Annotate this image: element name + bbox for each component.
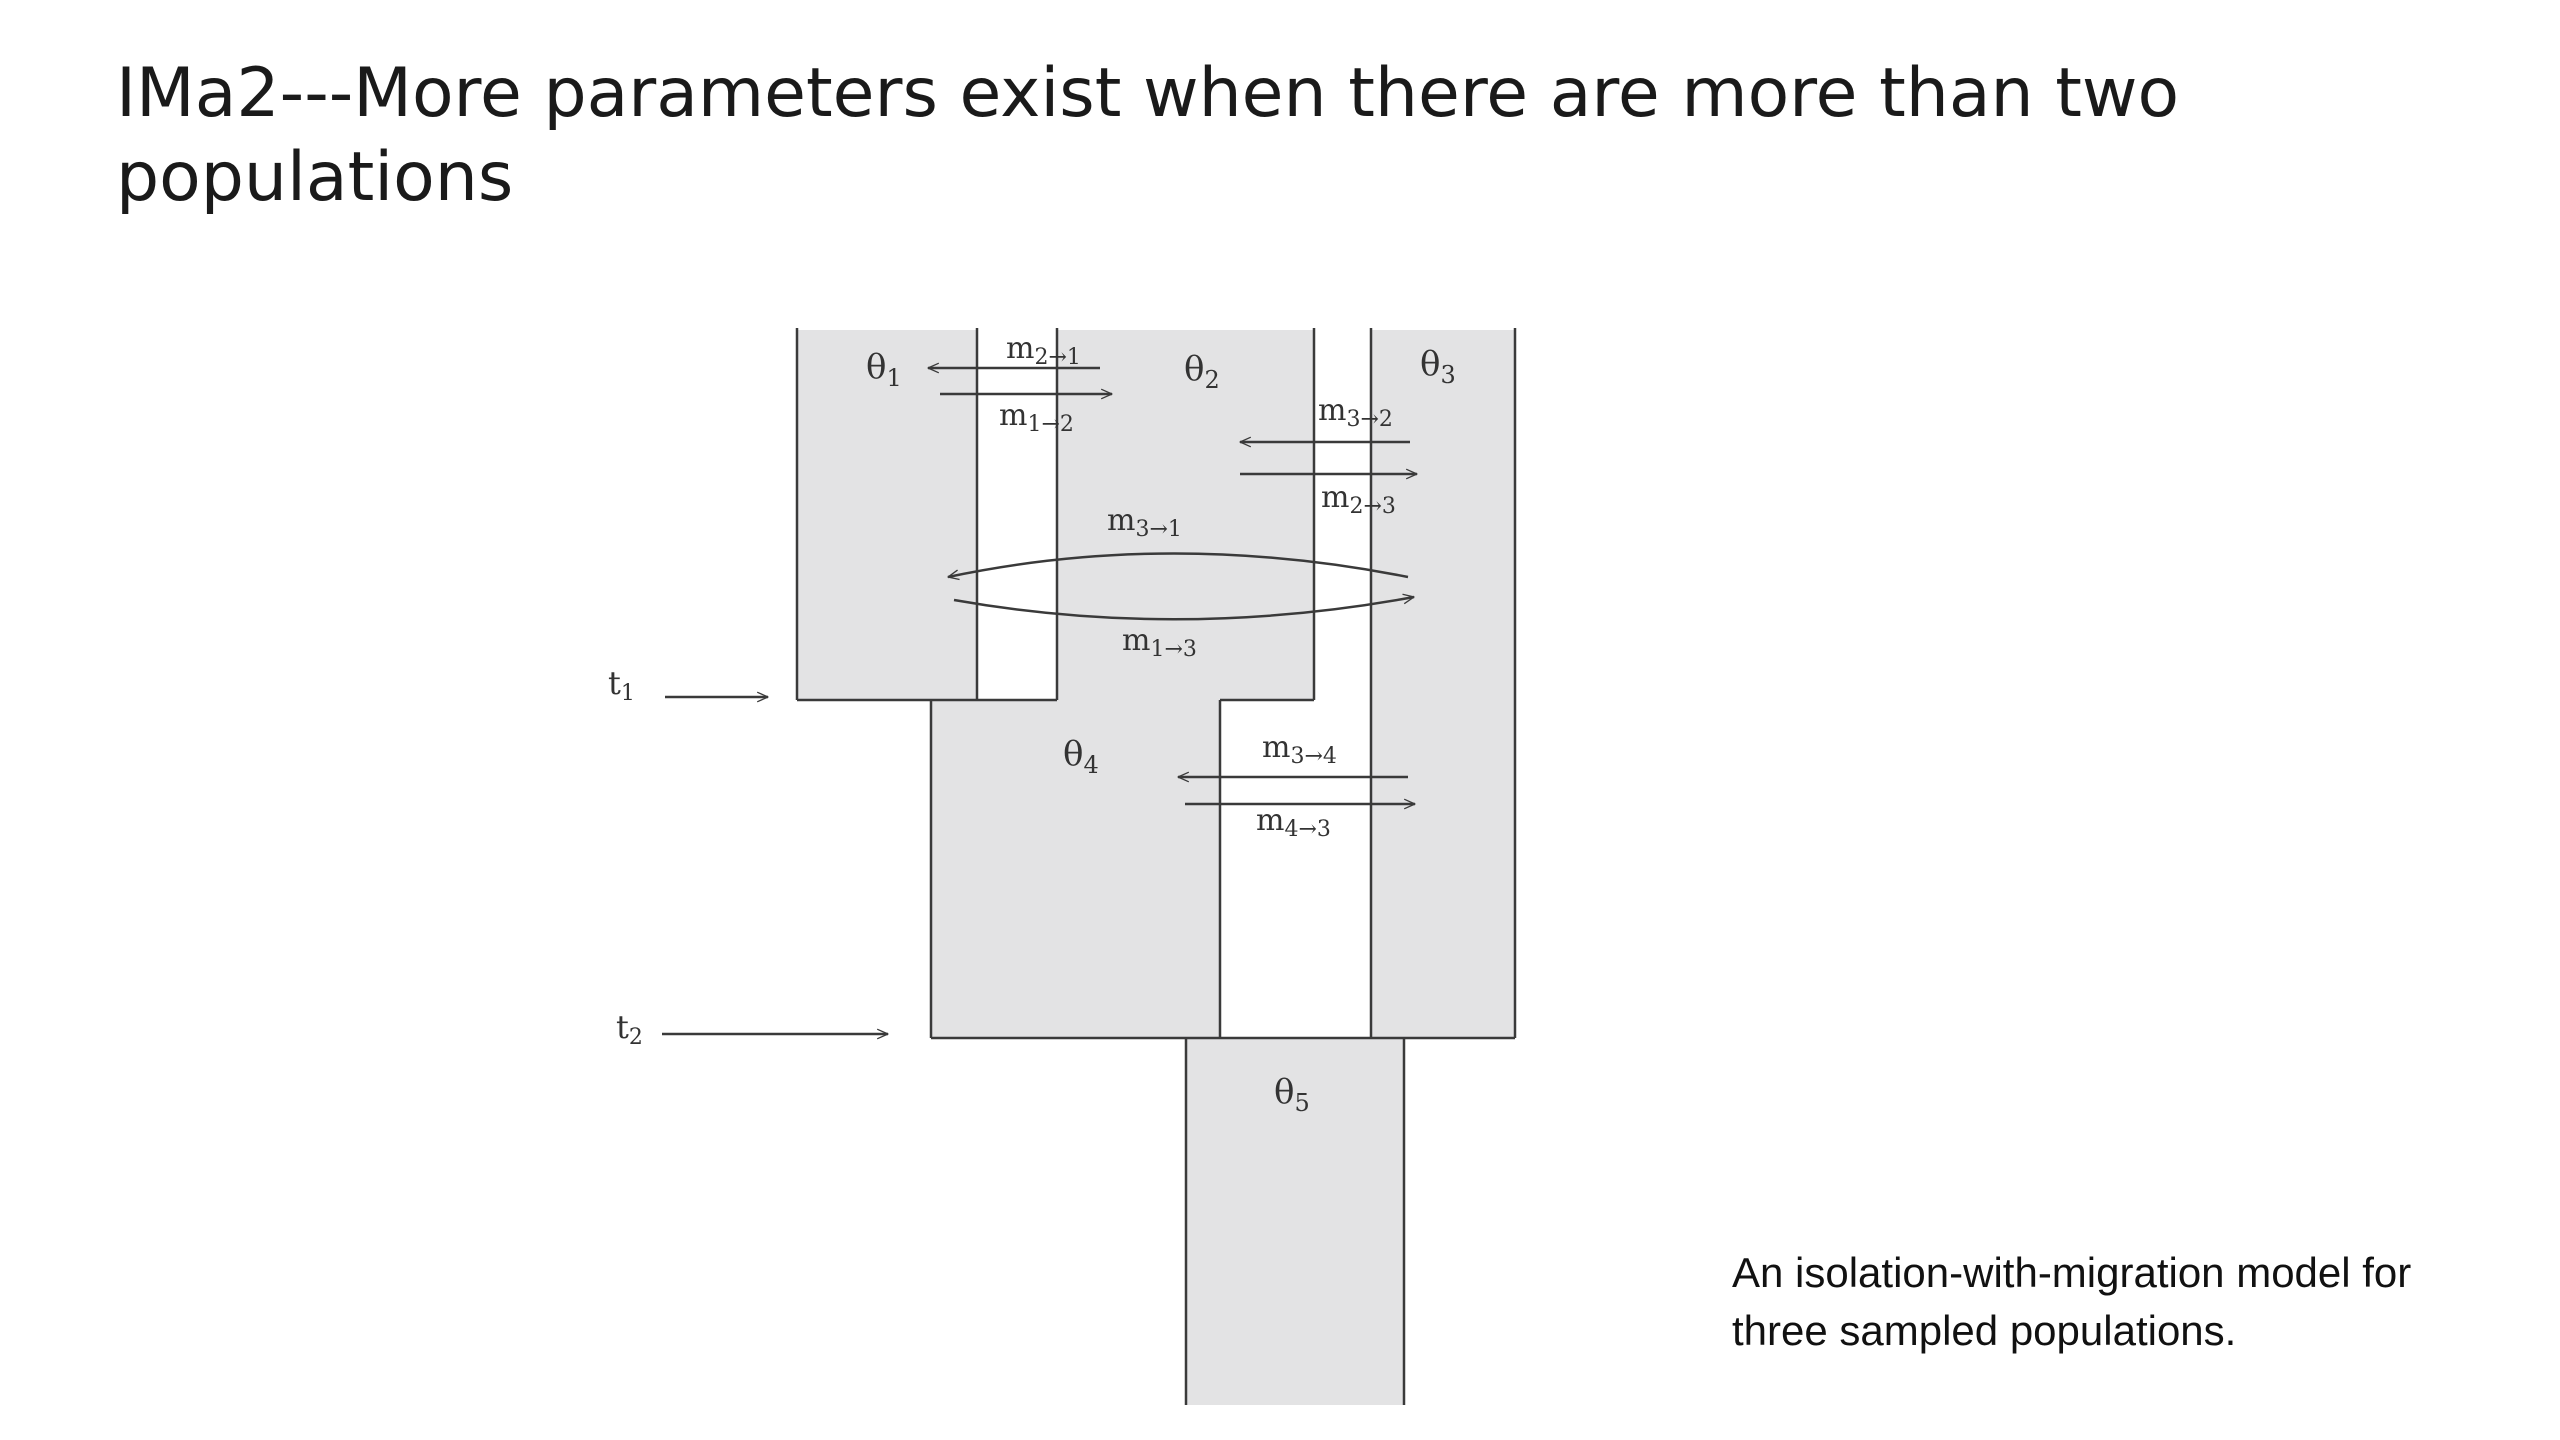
population-blocks: [797, 330, 1515, 1405]
label-m3-2: m3→2: [1318, 393, 1393, 432]
label-theta-5: θ5: [1274, 1072, 1310, 1117]
label-theta-2: θ2: [1184, 349, 1220, 394]
label-m4-3: m4→3: [1256, 803, 1331, 842]
population-labels: θ1 θ2 θ3 θ4 θ5: [866, 344, 1456, 1117]
population-block-2: [1057, 330, 1314, 700]
label-m3-4: m3→4: [1262, 730, 1337, 769]
slide-title: IMa2---More parameters exist when there …: [116, 54, 2180, 217]
label-t2: t2: [616, 1008, 643, 1050]
population-block-1: [797, 330, 977, 700]
migration-labels: m2→1 m1→2 m3→2 m2→3 m3→1 m1→3 m3→4 m4→3: [999, 331, 1396, 842]
population-boundaries: [795, 328, 1517, 1405]
population-block-3: [1371, 330, 1515, 1038]
label-theta-3: θ3: [1420, 344, 1456, 389]
label-m1-2: m1→2: [999, 398, 1074, 437]
population-block-5: [1186, 1038, 1404, 1405]
label-theta-1: θ1: [866, 347, 902, 392]
population-block-4: [931, 700, 1220, 1038]
label-m1-3: m1→3: [1122, 623, 1197, 662]
label-m2-1: m2→1: [1006, 331, 1081, 370]
label-m3-1: m3→1: [1107, 503, 1182, 542]
label-theta-4: θ4: [1063, 734, 1099, 779]
label-m2-3: m2→3: [1321, 480, 1396, 519]
time-labels: t1 t2: [608, 664, 643, 1050]
arrow-m3-1: [948, 552, 1409, 578]
time-arrows: [662, 697, 888, 1034]
migration-arrows: [928, 368, 1417, 804]
figure-caption: An isolation-with-migration model for th…: [1732, 1249, 2412, 1354]
arrow-m1-3: [953, 597, 1414, 621]
label-t1: t1: [608, 664, 635, 706]
